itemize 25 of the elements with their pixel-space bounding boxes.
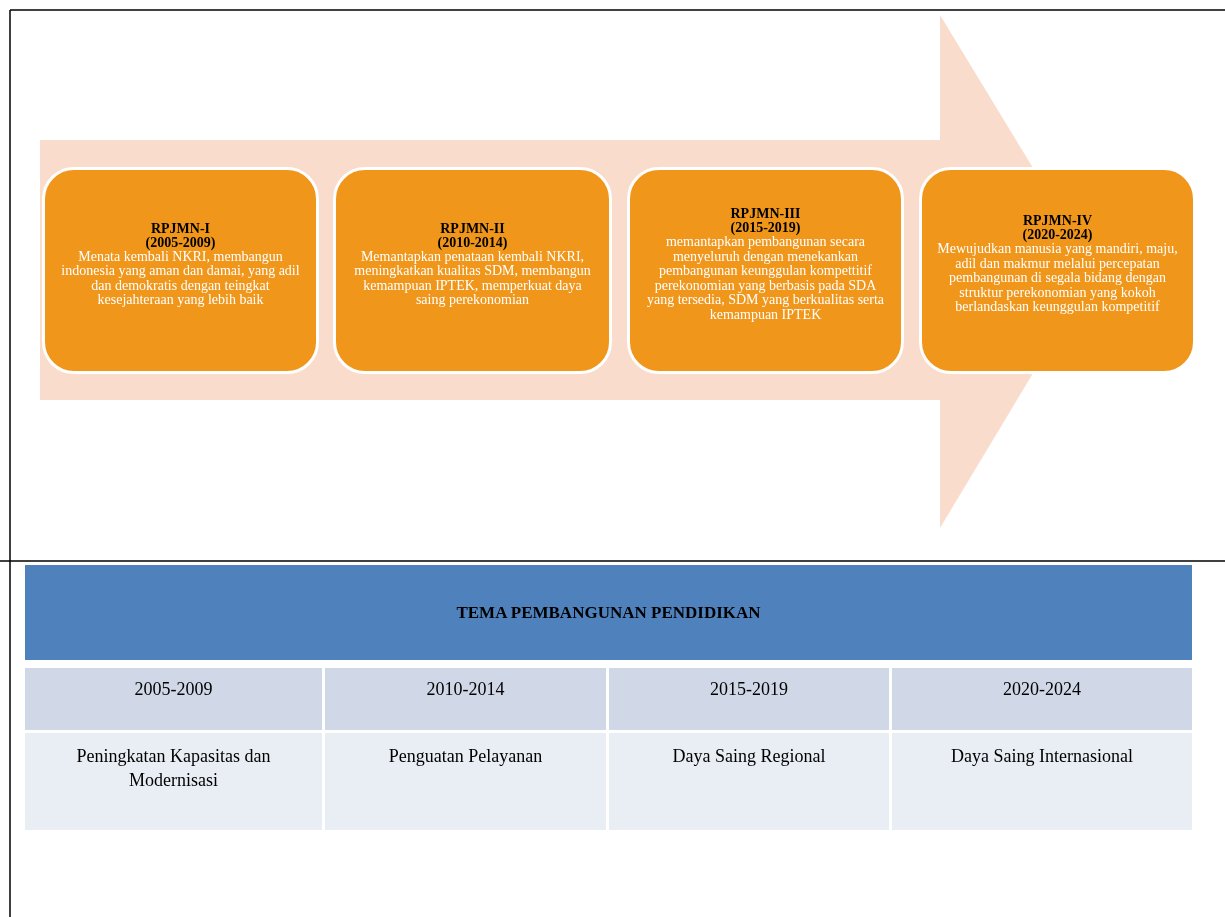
plan-box <box>627 167 904 374</box>
plan-box <box>42 167 319 374</box>
plan-title: RPJMN-II <box>440 221 505 236</box>
plan-title: RPJMN-III <box>730 207 801 221</box>
table-header: TEMA PEMBANGUNAN PENDIDIKAN <box>25 565 1192 660</box>
theme-cell: Daya Saing Internasional <box>892 733 1192 830</box>
year-cell: 2015-2019 <box>609 668 889 730</box>
plan-period: (2010-2014) <box>437 235 508 250</box>
plan-title: RPJMN-IV <box>1022 214 1093 229</box>
plan-period: (2020-2024) <box>1022 228 1093 243</box>
plan-period: (2005-2009) <box>145 235 216 250</box>
year-cell: 2010-2014 <box>325 668 606 730</box>
plan-box <box>919 167 1196 374</box>
plan-description: memantapkan pembangunan secara menyeluruh dengan menekankan pembangunan keunggulan kompettitif perekonomian yang berbasis pada SDA yang tersedia, SDM yang berkualitas serta kemampuan IPTEK <box>645 235 886 322</box>
theme-cell: Daya Saing Regional <box>609 733 889 830</box>
plan-box <box>333 167 612 374</box>
theme-cell: Penguatan Pelayanan <box>325 733 606 830</box>
plan-description: Menata kembali NKRI, membangun indonesia yang aman dan damai, yang adil dan demokratis dengan teingkat kesejahteraan yang lebih baik <box>60 249 301 308</box>
plan-period: (2015-2019) <box>730 221 801 235</box>
plan-title: RPJMN-I <box>150 221 211 236</box>
plan-description: Memantapkan penataan kembali NKRI, meningkatkan kualitas SDM, membangun kemampuan IPTEK, memperkuat daya saing perekonomian <box>353 249 592 308</box>
theme-cell: Peningkatan Kapasitas dan Modernisasi <box>25 733 322 830</box>
year-cell: 2020-2024 <box>892 668 1192 730</box>
plan-description: Mewujudkan manusia yang mandiri, maju, adil dan makmur melalui percepatan pembangunan di segala bidang dengan struktur perekonomian yang kokoh berlandaskan keunggulan kompetitif <box>936 242 1179 315</box>
year-cell: 2005-2009 <box>25 668 322 730</box>
